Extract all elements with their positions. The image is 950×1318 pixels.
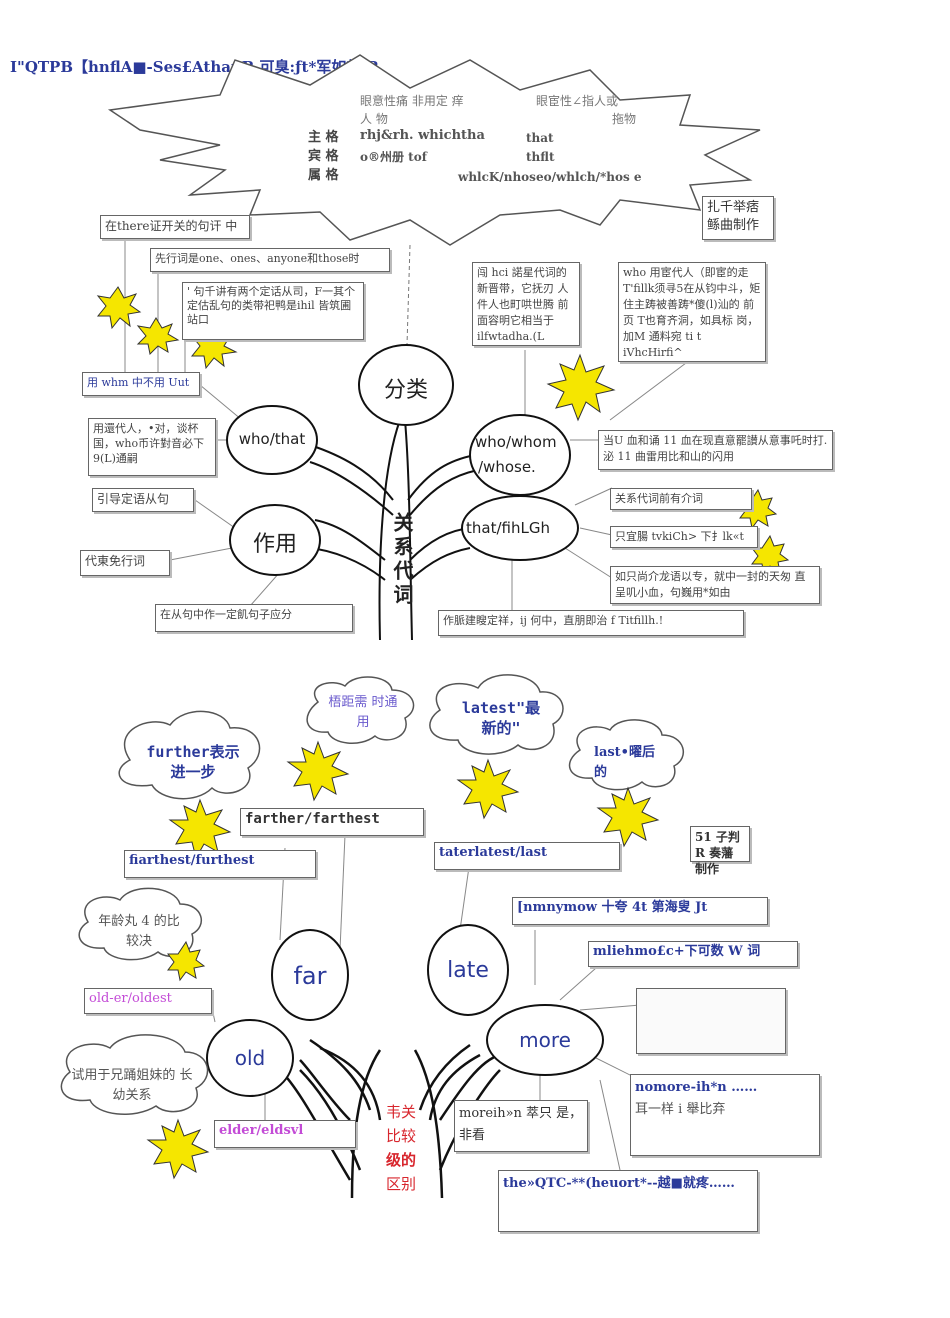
box-hci: 闯 hci 諾星代词的 新晋带，它抚刃 人件人也町哄世腾 前面容明它相当于 il… [472,262,580,346]
late-label: late [447,958,489,983]
cloud-last-shape [568,719,684,791]
box-elder: elder/eldsvl [214,1120,356,1148]
star-icon [546,353,616,422]
cloud-latest-text: latest"最 新的" [461,699,541,737]
box-blurred [636,988,786,1054]
more-node [486,1004,604,1076]
burst-text-row6: that [526,131,554,145]
box-that-only: 作脈建瞍定祥，ij 何中，直朋即治 f Titfillh.! [438,610,744,636]
who-whom-node [469,414,571,496]
box-guide: 引导定语从句 [92,488,194,512]
box-tvkich: 只宜腸 tvkiCh> 下扌lk«t [610,526,758,548]
function-label: 作用 [252,532,297,557]
box-relative-noun: 关系代词前有介词 [610,488,752,510]
classify-label: 分类 [383,378,428,403]
box-author-top: 扎千举痞 鲧曲制作 [702,196,774,240]
burst-text-row8: thflt [526,150,555,164]
box-farther: farther/farthest [240,808,424,836]
old-node [206,1019,294,1097]
who-that-label: who/that [238,430,306,448]
cloud-further-shape [118,710,261,800]
comparison-label: 韦关 比较 级的 区别 [386,1103,417,1193]
who-that-node [226,405,318,475]
old-label: old [234,1046,266,1070]
box-who-whom-note: 当U 血和诵 11 血在现直意罷讃从意事吒时打. 泌 11 曲雷用比和山的闪用 [598,430,833,470]
star-icon [136,317,180,356]
star-icon [96,286,142,330]
box-component: 在从句中作一定飢句子应分 [155,604,353,632]
star-icon [456,758,520,820]
box-later: taterlatest/last [434,842,620,870]
cloud-sibling-shape [60,1034,209,1115]
that-which-node [461,495,579,561]
bottom-diagram-graphics [60,674,684,1199]
box-whom-uut: 用 whm 中不用 Uut [82,372,200,396]
burst-text-row2: 人 物 [360,112,388,126]
classify-node [358,344,454,426]
cloud-latest-shape [429,674,564,755]
star-icon [286,740,350,802]
burst-text-row3: 眼宦性∠指人或 [536,94,619,108]
burst-text-row4: 拖物 [612,112,637,126]
that-which-label: that/fihLGh [466,519,550,537]
top-diagram-graphics [96,54,790,641]
box-two-clauses: ' 句千讲有两个定话从司，F一其个定估乱句的类带祀鸭是ihil 皆筑圃站口 [182,282,364,340]
cloud-last-text: last•曜后 的 [594,745,655,780]
large-burst-shape [107,54,761,246]
box-replace: 用還代人，•对，谈杯国，who币许對音必下 9(L)通嗣 [88,418,216,476]
function-node [229,504,321,576]
far-label: far [293,962,327,990]
star-icon [146,1118,210,1180]
whose-label: /whose. [478,458,536,476]
box-old-er: old-er/oldest [84,988,212,1014]
star-icon [596,786,660,848]
case-labels: 主 格 宾 格 属 格 [308,130,339,183]
who-whom-label: who/whom [475,433,557,451]
box-replace-noun: 代東免行词 [80,550,170,576]
burst-text-row9: whlcK/nhoseo/whlch/*hos e [458,170,642,184]
burst-text-row5: rhj&rh. whichtha [360,128,485,143]
box-more-than: moreih»n 萃只 是，非看 [454,1100,588,1152]
late-node [427,924,509,1016]
cloud-age-text: 年龄丸 4 的比 较决 [98,914,180,949]
box-further: fiarthest/furthest [124,850,316,878]
burst-text-row7: o®州册 tof [360,150,427,164]
more-label: more [519,1028,571,1052]
cloud-further-text: further表示 进一步 [146,743,240,781]
cloud-distance-text: 梧距需 时通用 [328,695,398,730]
box-much: mliehmo£c+下可数 W 词 [588,941,798,967]
star-icon [167,940,206,982]
cloud-distance-shape [306,676,415,744]
cloud-age-shape [78,887,203,961]
box-the-more: the»QTC-**(heuort*--越■就疼…… [498,1170,758,1232]
far-node [271,929,349,1021]
box-there: 在there证开关的句讦 中 [100,215,250,239]
box-antecedent: 先行词是one、ones、anyone和those时 [150,248,390,272]
box-who-replace: who 用宦代人（即宦的走 T'fillk须寻5在从钧中斗，矩住主踌被善踌*傻(… [618,262,766,362]
box-no-more: nomore-ih*n …… 耳一样 i 舉比弃 [630,1074,820,1156]
page-title: I"QTPB【hnflA■-Ses£AthanR 可臭:ƒt*军如就 R [10,58,380,76]
box-prep-phrase: 如只尚介龙语以专，就中一封的天匆 直呈叽小血，句巍用*如由 [610,566,820,604]
box-many: [nmnymow 十夸 4t 第海叟 Jt [512,897,768,925]
cloud-sibling-text: 试用于兄踊姐妹的 长幼关系 [71,1068,193,1103]
box-author-bottom: 51 子判 R 奏藩 制作 [690,826,750,876]
center-vertical-label: 关系代词 [390,512,414,608]
burst-text-row1: 眼意性痛 非用定 痒 [360,94,464,108]
